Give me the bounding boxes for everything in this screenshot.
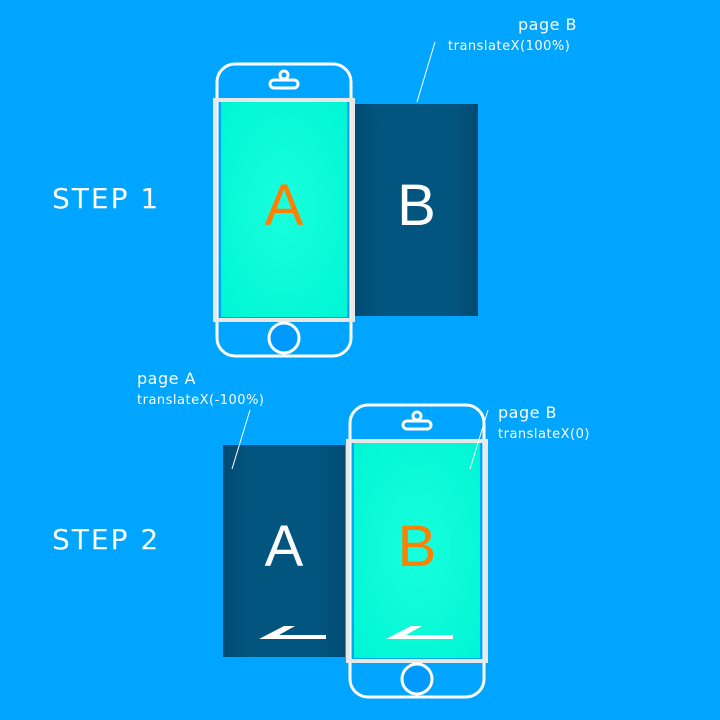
- annotation3-value: translateX(0): [498, 427, 590, 442]
- phone1-screen: [221, 102, 347, 317]
- page-b-offscreen: [355, 104, 478, 316]
- annotation3-title: page B: [498, 403, 558, 422]
- swipe-arrow-icons: [259, 626, 453, 639]
- annotation2-title: page A: [137, 369, 196, 388]
- annotation1-title: page B: [518, 15, 578, 34]
- page-a-offscreen: [223, 445, 345, 657]
- phone1: [213, 62, 355, 358]
- phone2: [346, 403, 488, 699]
- phone2-screen: [354, 443, 480, 658]
- annotation1-value: translateX(100%): [448, 39, 571, 54]
- annotation-lines: [231, 41, 489, 470]
- phone1-letter: A: [264, 173, 304, 238]
- annotation2-value: translateX(-100%): [137, 393, 265, 408]
- step2-label: STEP 2: [52, 523, 161, 556]
- page-a-letter: A: [264, 514, 304, 579]
- phone2-letter: B: [397, 514, 437, 579]
- step1-label: STEP 1: [52, 182, 161, 215]
- page-b-letter: B: [397, 173, 436, 238]
